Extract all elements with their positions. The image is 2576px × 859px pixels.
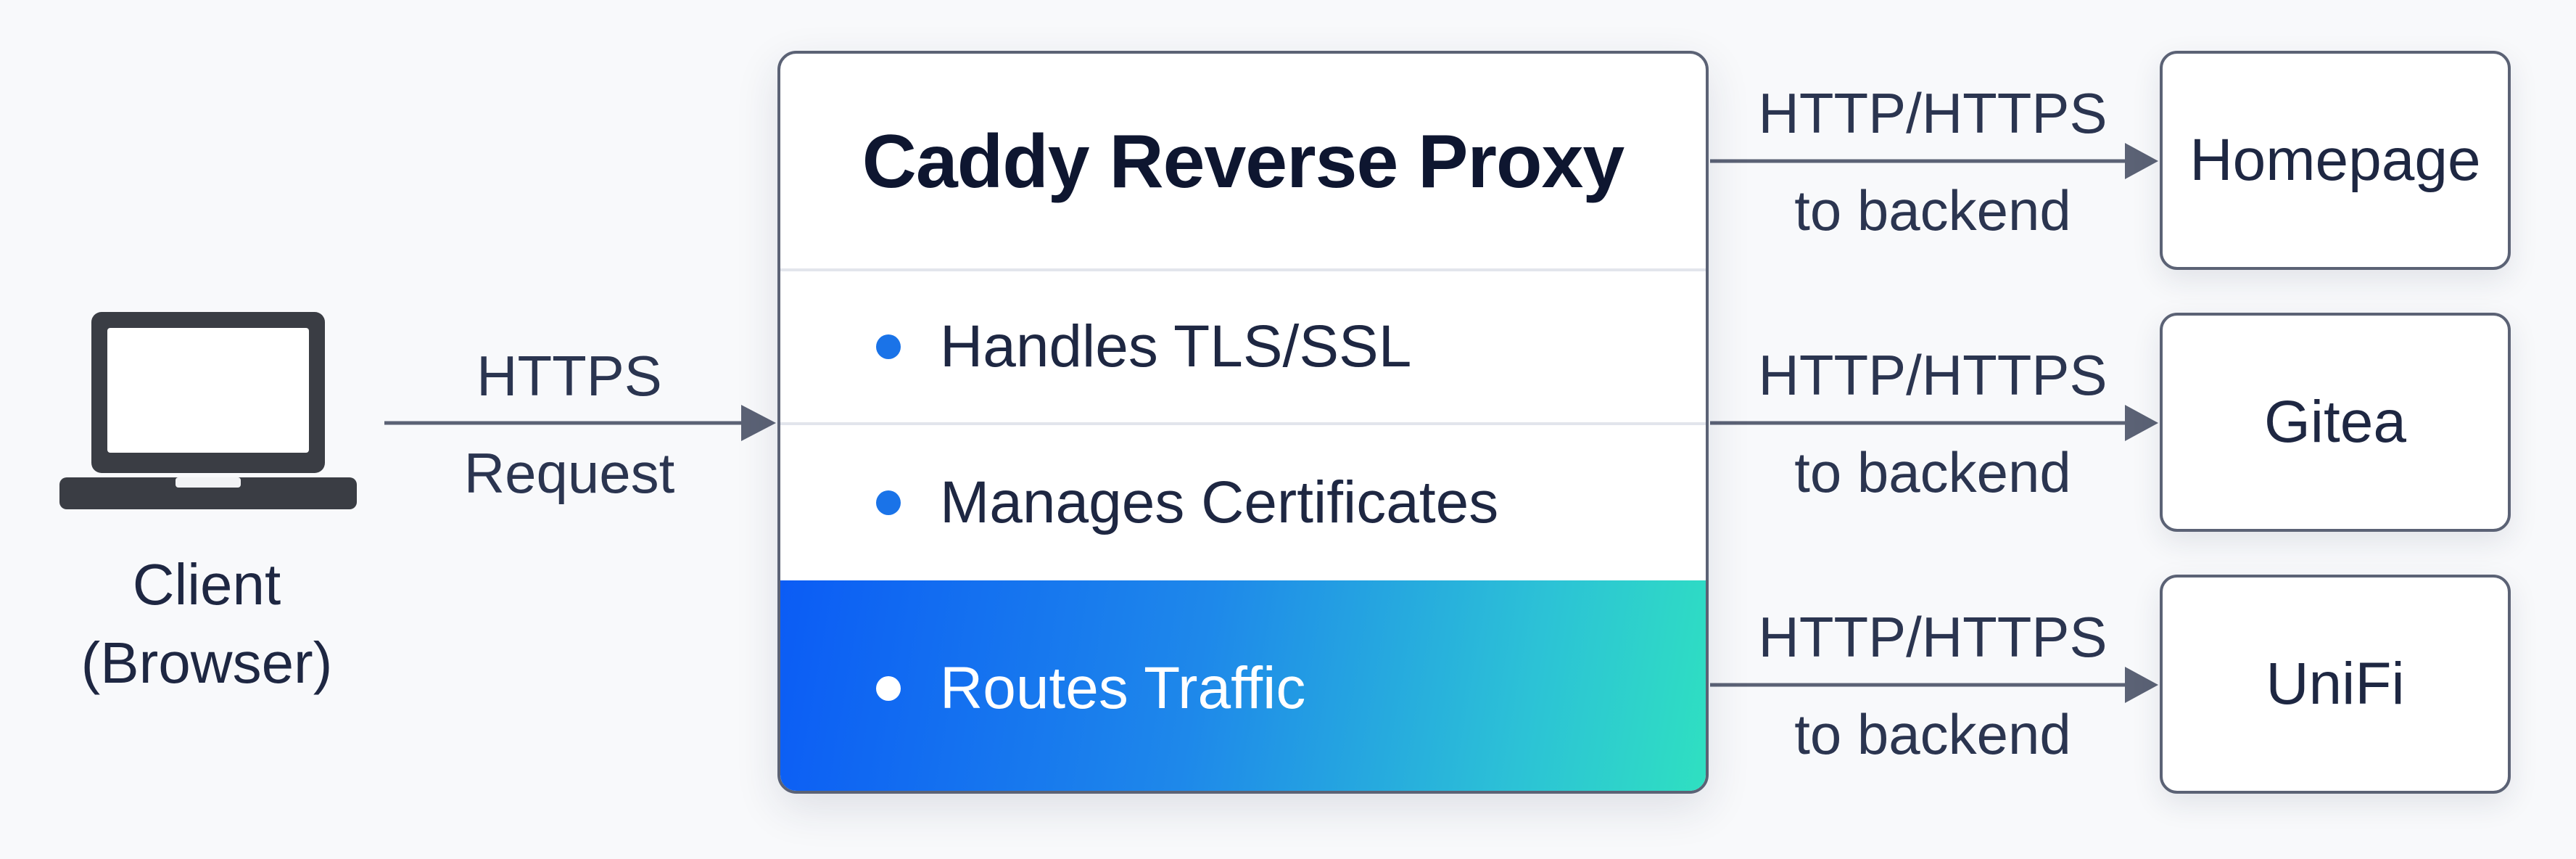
edge-label-line2: to backend [1794,178,2071,242]
backend-label: Gitea [2264,389,2406,455]
laptop-icon [59,312,357,509]
proxy-box: Caddy Reverse Proxy Handles TLS/SSL Mana… [777,51,1709,794]
feature-label: Handles TLS/SSL [940,313,1412,379]
feature-label: Routes Traffic [940,655,1306,721]
client-label-line1: Client [132,552,281,617]
backend-homepage: Homepage [2160,51,2511,270]
backend-label: UniFi [2266,651,2405,717]
feature-label: Manages Certificates [940,469,1499,535]
backend-gitea: Gitea [2160,313,2511,532]
feature-routes-traffic: Routes Traffic [780,580,1706,791]
edge-label-line1: HTTPS [476,344,662,408]
backend-unifi: UniFi [2160,575,2511,794]
backend-edge-label-unifi: HTTP/HTTPS to backend [1741,601,2125,770]
feature-tls: Handles TLS/SSL [780,271,1706,422]
bullet-icon [876,334,901,359]
client-edge-label: HTTPS Request [406,340,732,509]
backend-edge-label-gitea: HTTP/HTTPS to backend [1741,339,2125,509]
edge-label-line2: Request [463,441,675,505]
edge-label-line1: HTTP/HTTPS [1758,343,2108,407]
edge-label-line1: HTTP/HTTPS [1758,605,2108,669]
divider [780,268,1706,271]
divider [780,422,1706,425]
client-to-proxy-arrow [384,405,776,441]
backend-edge-label-homepage: HTTP/HTTPS to backend [1741,77,2125,247]
edge-label-line2: to backend [1794,440,2071,504]
edge-label-line1: HTTP/HTTPS [1758,81,2108,145]
backend-label: Homepage [2189,127,2481,193]
edge-label-line2: to backend [1794,702,2071,766]
proxy-to-gitea-arrow [1710,405,2158,441]
feature-certificates: Manages Certificates [780,425,1706,580]
proxy-to-unifi-arrow [1710,667,2158,703]
proxy-to-homepage-arrow [1710,143,2158,179]
proxy-title: Caddy Reverse Proxy [862,119,1625,204]
bullet-icon [876,676,901,701]
client-label-line2: (Browser) [80,630,333,695]
client-label: Client (Browser) [29,546,384,702]
bullet-icon [876,490,901,515]
